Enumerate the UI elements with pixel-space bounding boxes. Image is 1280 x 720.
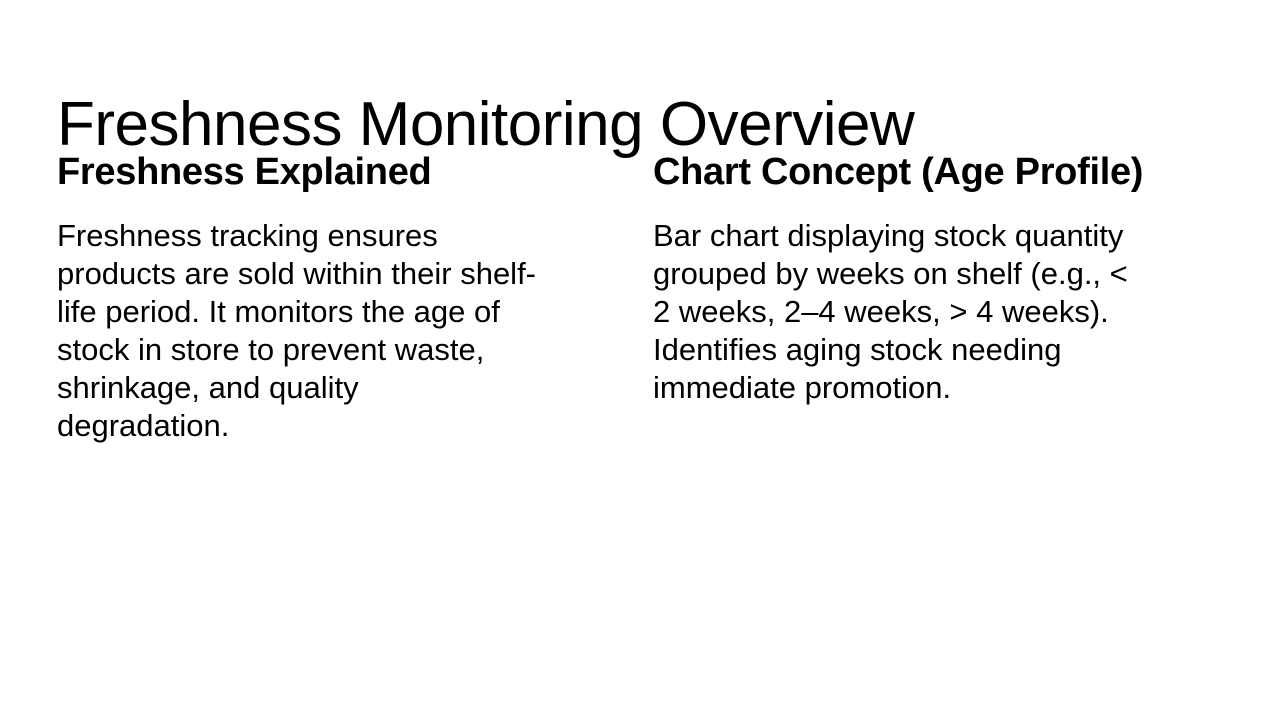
column-chart-concept: Chart Concept (Age Profile) Bar chart di… bbox=[653, 150, 1144, 407]
two-column-content: Freshness Explained Freshness tracking e… bbox=[57, 150, 1227, 445]
column-body-freshness-explained: Freshness tracking ensures products are … bbox=[57, 217, 537, 443]
page-title: Freshness Monitoring Overview bbox=[57, 89, 915, 159]
column-heading-freshness-explained: Freshness Explained bbox=[57, 151, 432, 193]
column-body-chart-concept: Bar chart displaying stock quantity grou… bbox=[653, 217, 1128, 405]
column-freshness-explained: Freshness Explained Freshness tracking e… bbox=[57, 150, 537, 445]
column-heading-chart-concept: Chart Concept (Age Profile) bbox=[653, 151, 1144, 193]
